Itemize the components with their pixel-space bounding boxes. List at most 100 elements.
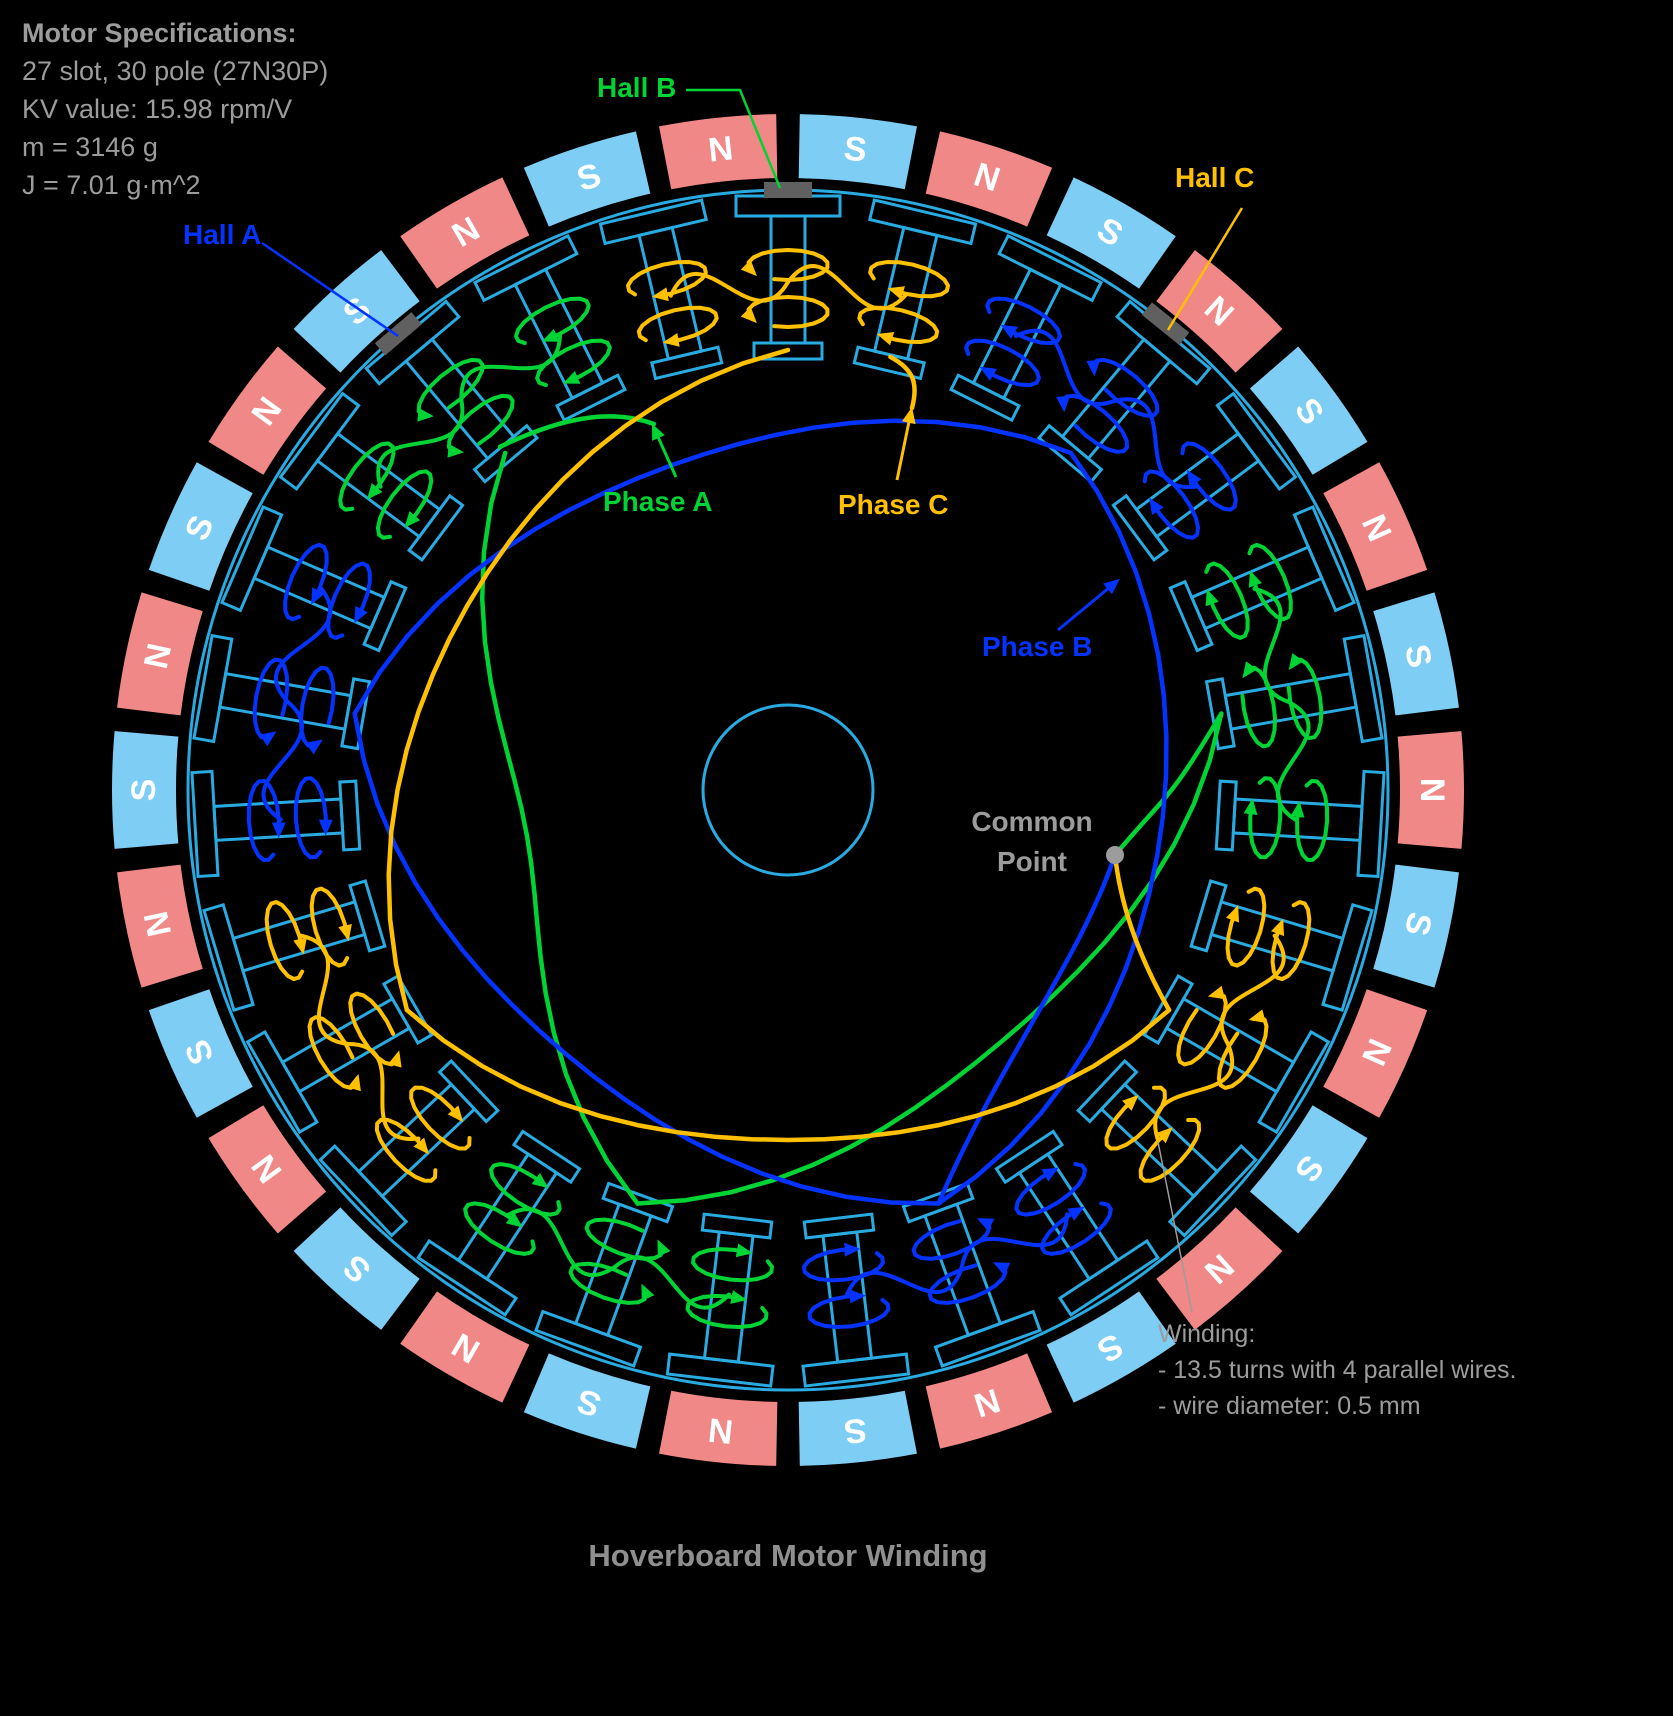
- magnet-north: [1397, 731, 1465, 849]
- stator-tooth: [1036, 299, 1212, 484]
- coil-link-phase-a: [1276, 699, 1311, 822]
- coil-link-phase-b: [959, 1212, 1070, 1270]
- hall-a-label: Hall A: [183, 219, 262, 250]
- hall-c-leader: [1166, 207, 1244, 331]
- magnet-north: [400, 1291, 530, 1403]
- coil-phase-b: [927, 1262, 1011, 1305]
- magnet-south: [293, 1207, 420, 1330]
- phase-wire-a: [635, 711, 1224, 1206]
- coil-link-phase-c: [786, 264, 908, 311]
- stator-tooth: [318, 1058, 500, 1238]
- tooth-base: [1076, 1058, 1139, 1124]
- specs-line-inertia: J = 7.01 g·m^2: [22, 170, 201, 200]
- tooth-base: [1036, 423, 1104, 484]
- phase-wire-b: [936, 450, 1169, 1206]
- coil-link-phase-b: [1112, 397, 1198, 489]
- magnet-north: [117, 864, 203, 988]
- tooth-shoe: [734, 194, 842, 218]
- phase-b-leader-arrow: [1057, 578, 1120, 632]
- common-point-dot: [1106, 846, 1124, 864]
- tooth-base: [700, 1212, 774, 1240]
- phase-a-leader-arrow: [651, 423, 678, 478]
- tooth-base: [1168, 579, 1214, 653]
- coil-link-phase-b: [844, 1265, 964, 1297]
- magnet-label: N: [706, 129, 734, 169]
- magnet-label: S: [842, 1410, 869, 1450]
- tooth-base: [601, 1181, 675, 1224]
- stator-tooth: [852, 198, 978, 381]
- hall-sensor-a: [374, 312, 422, 356]
- magnet-south: [112, 731, 179, 849]
- tooth-base: [752, 341, 824, 361]
- tooth-base: [901, 1181, 975, 1224]
- coil-phase-a: [338, 441, 396, 512]
- phase-wire-a: [1112, 711, 1224, 858]
- coil-phase-b: [807, 1289, 891, 1330]
- coil-phase-a: [1290, 779, 1330, 863]
- coil-link-phase-a: [1252, 586, 1291, 704]
- stator-tooth: [472, 233, 627, 423]
- magnet-north: [659, 114, 778, 190]
- tooth-base: [338, 779, 362, 852]
- common-point-line2: Point: [997, 846, 1067, 877]
- coil-phase-b: [283, 542, 329, 622]
- common-point-line1: Common: [971, 806, 1093, 837]
- tooth-base: [802, 1212, 876, 1240]
- coil-phase-a: [685, 1290, 769, 1330]
- magnet-south: [148, 462, 253, 591]
- coil-link-phase-c: [1219, 933, 1286, 1046]
- winding-note-heading: Winding:: [1158, 1320, 1256, 1348]
- magnet-south: [293, 250, 420, 373]
- stator-tooth: [1111, 391, 1298, 562]
- coil-link-phase-c: [346, 1041, 421, 1141]
- motor-specifications: Motor Specifications: 27 slot, 30 pole (…: [22, 14, 328, 204]
- coil-phase-c: [625, 260, 708, 302]
- stator-tooth: [1204, 633, 1384, 751]
- coil-phase-b: [1056, 393, 1130, 454]
- magnet-north: [925, 131, 1053, 227]
- tooth-base: [407, 493, 465, 562]
- tooth-base: [650, 345, 724, 381]
- phase-lead-c: [888, 354, 917, 411]
- stator-tooth: [801, 1212, 911, 1388]
- tooth-base: [1204, 677, 1236, 751]
- tooth-base: [340, 677, 372, 751]
- winding-note-turns: - 13.5 turns with 4 parallel wires.: [1158, 1356, 1517, 1384]
- specs-line-slots-poles: 27 slot, 30 pole (27N30P): [22, 56, 329, 86]
- winding-note: Winding: - 13.5 turns with 4 parallel wi…: [1158, 1316, 1516, 1424]
- tooth-base: [852, 345, 926, 381]
- tooth-base: [348, 879, 387, 953]
- tooth-base: [949, 373, 1022, 423]
- stator-tooth: [949, 233, 1104, 423]
- coil-phase-c: [374, 1117, 438, 1183]
- coil-phase-b: [298, 665, 336, 755]
- coil-phase-b: [964, 338, 1041, 388]
- magnet-label: S: [842, 129, 869, 169]
- magnet-north: [659, 1390, 778, 1466]
- coil-phase-b: [802, 1242, 885, 1283]
- coil-phase-c: [409, 1085, 472, 1151]
- coil-phase-a: [463, 1201, 536, 1256]
- coil-link-phase-a: [376, 398, 465, 489]
- coil-phase-a: [1243, 776, 1283, 860]
- coil-phase-a: [1286, 653, 1324, 741]
- magnet-north: [1323, 462, 1428, 591]
- coil-phase-b: [252, 657, 290, 747]
- magnet-south: [1373, 864, 1459, 988]
- specs-heading: Motor Specifications:: [22, 18, 297, 48]
- coil-phase-a: [1247, 542, 1293, 622]
- coil-phase-c: [1104, 1085, 1167, 1151]
- shaft-circle: [701, 703, 875, 877]
- coil-phase-a: [535, 338, 612, 388]
- specs-line-mass: m = 3146 g: [22, 132, 158, 162]
- coil-phase-c: [636, 305, 719, 347]
- stator-tooth: [598, 198, 724, 381]
- magnet-north: [400, 177, 530, 289]
- coil-phase-b: [1040, 1201, 1113, 1256]
- coil-phase-c: [857, 305, 940, 346]
- magnet-south: [1046, 177, 1176, 289]
- coil-phase-c: [348, 991, 402, 1068]
- coil-phase-a: [375, 469, 434, 540]
